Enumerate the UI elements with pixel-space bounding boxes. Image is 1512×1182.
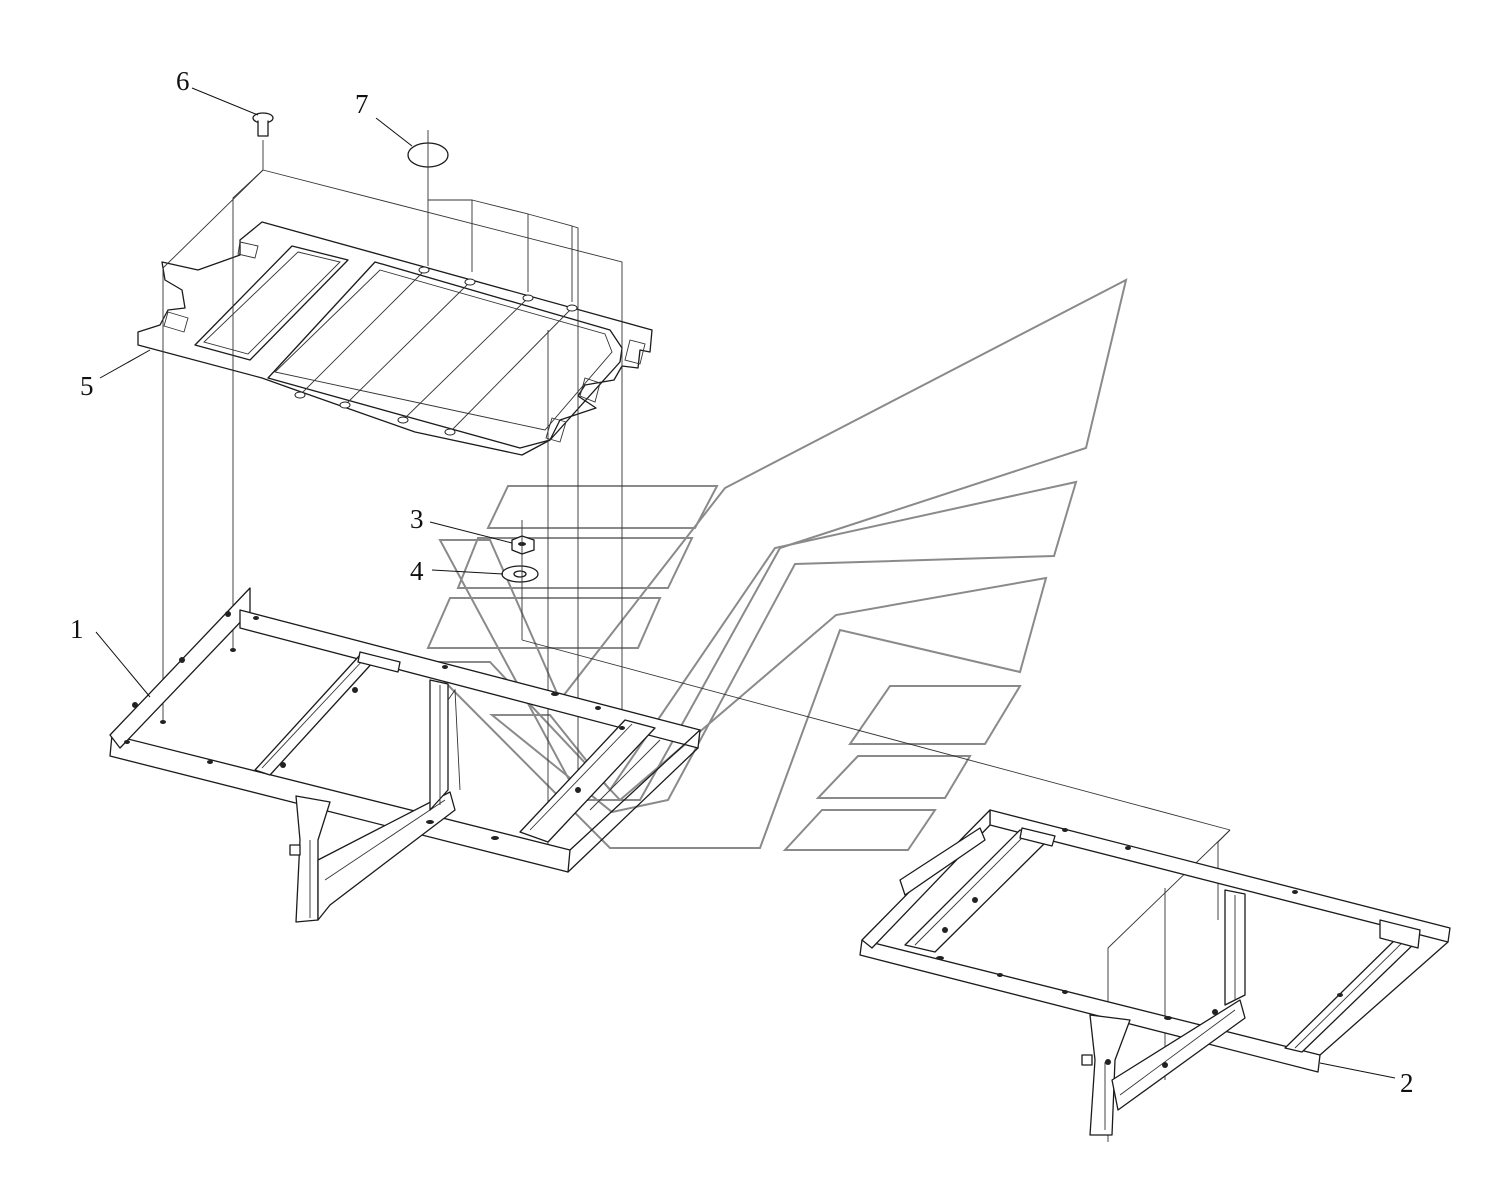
part-4-washer (501, 565, 539, 583)
frame2-leg-bracket (1089, 1014, 1131, 1136)
leader-6 (191, 87, 259, 116)
callout-5: 5 (80, 371, 94, 401)
watermark-stripe-2 (456, 537, 694, 589)
watermark-logo (422, 278, 1128, 851)
leader-4 (431, 569, 504, 575)
watermark-chevron-3 (422, 576, 1048, 849)
leader-3 (429, 521, 513, 544)
watermark-chevron-2 (489, 480, 1078, 814)
watermark-chevron-1 (438, 278, 1128, 801)
leader-2 (1319, 1062, 1396, 1079)
callout-7: 7 (355, 89, 369, 119)
frame2-front-rail (859, 939, 1321, 1073)
plate-outline (137, 221, 653, 456)
part-3-nut (511, 535, 535, 555)
watermark-stripe-3 (426, 597, 662, 649)
plate-window (194, 245, 349, 361)
plate-raised-panel (267, 261, 623, 449)
part-6-bolt (252, 112, 274, 170)
callout-1: 1 (70, 614, 84, 644)
watermark-stripe-4 (848, 685, 1022, 745)
leader-7 (375, 117, 413, 147)
leader-1 (95, 631, 151, 698)
callout-4: 4 (410, 556, 424, 586)
frame1-cross-member (254, 654, 376, 776)
part-1-frame-left (109, 587, 701, 923)
callout-3: 3 (410, 504, 424, 534)
assembly-lines (162, 169, 1231, 1142)
frame1-leg-middle (429, 679, 449, 811)
callout-2: 2 (1400, 1068, 1414, 1098)
part-7-plug (407, 130, 449, 266)
callout-labels: 6 7 5 3 4 1 2 (70, 66, 1414, 1098)
callout-6: 6 (176, 66, 190, 96)
part-2-frame-right (859, 809, 1451, 1136)
leader-lines (95, 87, 1396, 1079)
watermark-stripe-1 (486, 485, 719, 529)
watermark-stripe-6 (782, 809, 937, 851)
watermark-stripe-5 (815, 755, 972, 799)
part-5-cover-plate (137, 221, 653, 456)
leader-5 (99, 349, 151, 379)
